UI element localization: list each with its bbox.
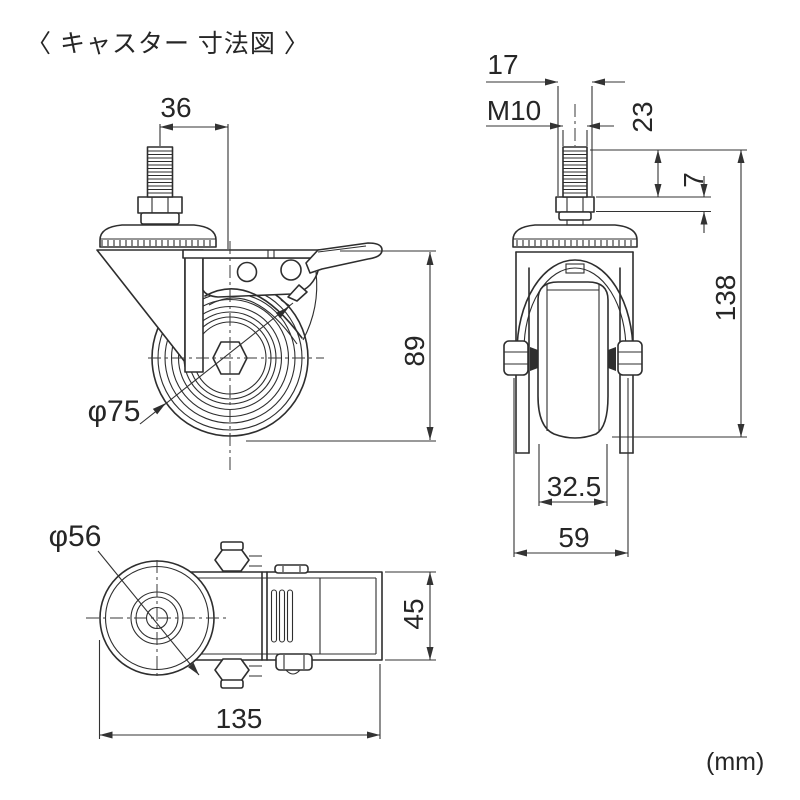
dim-label-overall-length: 135 — [216, 703, 263, 734]
stem-nut-side — [555, 196, 595, 226]
dim-total-height: 138 — [612, 150, 747, 438]
mount-bolt-bottom — [214, 658, 250, 689]
dim-label-total-height: 138 — [710, 275, 741, 322]
dim-wheel-width: 32.5 — [538, 444, 608, 506]
dim-mount-height: 89 — [246, 250, 436, 442]
threaded-stem — [146, 146, 174, 198]
pedal-slot — [278, 589, 286, 643]
dim-label-plate-diameter: φ56 — [49, 520, 102, 553]
crown-arch-outer — [516, 259, 634, 353]
dim-overall-length: 135 — [98, 640, 381, 739]
axle-nuts — [503, 340, 643, 376]
swivel-plate-side — [512, 224, 638, 248]
drawing-title: 〈 キャスター 寸法図 〉 — [26, 30, 310, 58]
pedal-slot — [286, 589, 294, 643]
side-view: 17 M10 23 7 — [486, 49, 747, 557]
stem-nut — [137, 196, 183, 225]
bolt-hole — [236, 261, 258, 283]
dim-thread-length: 23 — [590, 101, 747, 213]
dim-label-nut-height: 7 — [678, 172, 709, 188]
dim-nut-height: 7 — [678, 172, 709, 233]
dim-nut-width: 17 — [486, 49, 625, 196]
wheel-front — [537, 281, 609, 439]
dim-bracket-width: 45 — [385, 571, 436, 661]
dim-label-wheel-diameter: φ75 — [88, 395, 141, 428]
dim-overall-width: 59 — [513, 378, 629, 557]
plate-serration — [101, 240, 211, 246]
fork-crown-arcs — [204, 271, 318, 345]
dim-stem-offset: 36 — [159, 92, 229, 249]
dim-label-thread-length: 23 — [627, 101, 658, 132]
mount-bolt-top — [214, 541, 250, 572]
swivel-plate — [99, 224, 217, 248]
dim-label-wheel-width: 32.5 — [547, 471, 602, 502]
dim-label-mount-height: 89 — [399, 335, 430, 366]
dim-label-nut-width: 17 — [487, 49, 518, 80]
bracket-body — [189, 555, 383, 677]
top-view: φ56 45 135 — [49, 520, 436, 739]
threaded-stem-side — [562, 146, 588, 198]
front-view: 36 89 φ75 — [88, 92, 436, 470]
dim-plate-diameter: φ56 — [49, 520, 200, 676]
dim-wheel-diameter: φ75 — [88, 302, 294, 428]
dim-label-bracket-width: 45 — [398, 598, 429, 629]
bottom-tab — [275, 653, 313, 671]
plate-serration — [516, 240, 632, 246]
pedal-slot — [270, 589, 278, 643]
bolt-hole — [280, 259, 302, 281]
crown-arch-inner — [523, 267, 627, 351]
brake-clip — [287, 284, 308, 302]
dim-label-thread-size: M10 — [487, 95, 541, 126]
top-tab — [274, 564, 309, 574]
dim-label-stem-offset: 36 — [160, 92, 191, 123]
unit-label: (mm) — [706, 748, 765, 776]
dim-label-overall-width: 59 — [558, 522, 589, 553]
swivel-fork — [96, 249, 323, 373]
dim-thread-size: M10 — [486, 95, 614, 146]
